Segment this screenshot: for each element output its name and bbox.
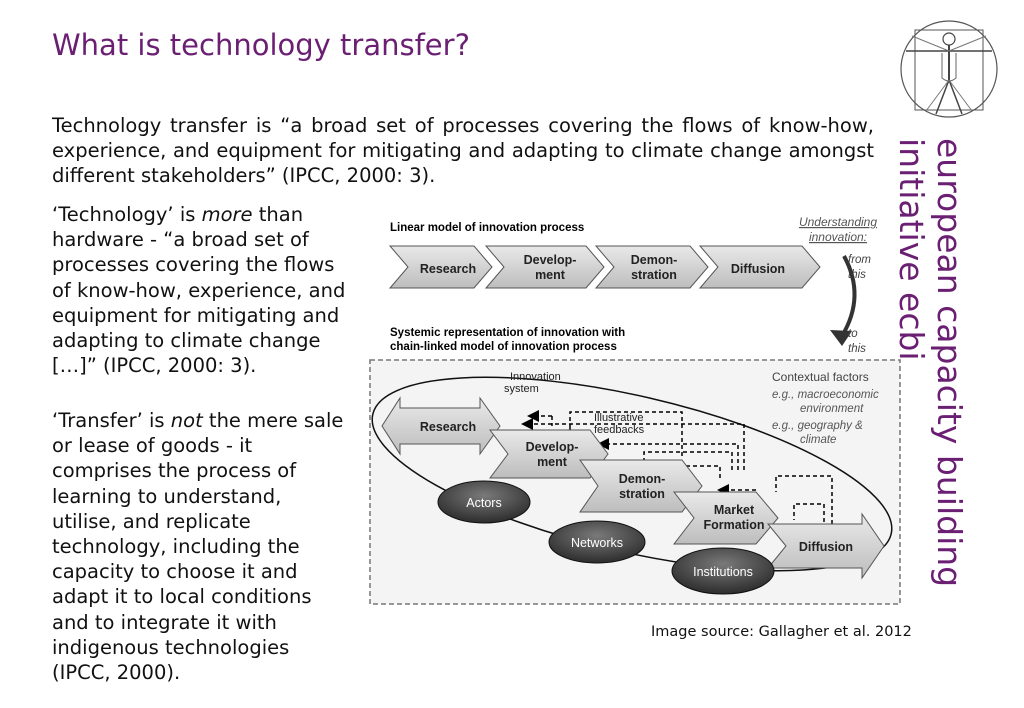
system-demonstration-label-1: Demon- xyxy=(619,472,666,486)
system-label: system xyxy=(504,383,539,395)
linear-development-label-2: ment xyxy=(535,268,566,282)
linear-demonstration-chevron xyxy=(594,245,709,289)
system-development-label-1: Develop- xyxy=(526,440,579,454)
systemic-title-1: Systemic representation of innovation wi… xyxy=(390,327,625,339)
linear-development-chevron xyxy=(484,245,605,289)
linear-diffusion-chevron xyxy=(698,245,821,289)
system-research-arrow xyxy=(381,396,501,456)
technology-paragraph-start: ‘Technology’ is xyxy=(52,203,202,226)
actors-oval xyxy=(437,480,531,524)
technology-paragraph-emphasis: more xyxy=(201,203,253,226)
from-to-curved-arrow xyxy=(840,255,857,338)
linear-demonstration-label-2: stration xyxy=(631,268,677,282)
feedback-arrows xyxy=(521,410,833,524)
networks-label: Networks xyxy=(571,536,623,550)
system-diffusion-arrow xyxy=(766,512,885,580)
system-demonstration-chevron xyxy=(579,459,703,513)
linear-model-title: Linear model of innovation process xyxy=(390,222,584,234)
understanding-label: Understanding xyxy=(799,215,877,229)
networks-oval xyxy=(548,520,646,564)
page-title: What is technology transfer? xyxy=(52,28,470,62)
linear-diffusion-label: Diffusion xyxy=(731,262,785,276)
linear-research-label: Research xyxy=(420,262,476,276)
innovation-label: Innovation xyxy=(510,371,561,383)
system-development-chevron xyxy=(489,429,609,479)
image-source-caption: Image source: Gallagher et al. 2012 xyxy=(651,624,912,640)
system-demonstration-label-2: stration xyxy=(619,487,665,501)
innovation-model-diagram: Linear model of innovation process Resea… xyxy=(369,215,901,605)
this-label-2: this xyxy=(848,343,866,355)
context-example-4: climate xyxy=(800,434,836,446)
intro-paragraph: Technology transfer is “a broad set of p… xyxy=(52,114,874,187)
system-market-chevron xyxy=(672,491,779,545)
linear-demonstration-label-1: Demon- xyxy=(631,253,678,267)
from-to-arrowhead xyxy=(830,330,852,346)
transfer-paragraph-rest: the mere sale or lease of goods - it com… xyxy=(52,409,344,685)
feedbacks-label: feedbacks xyxy=(594,424,645,436)
institutions-label: Institutions xyxy=(693,565,753,579)
transfer-paragraph: ‘Transfer’ is not the mere sale or lease… xyxy=(52,408,352,685)
systemic-title-2: chain-linked model of innovation process xyxy=(390,341,617,353)
actors-label: Actors xyxy=(466,496,501,510)
linear-research-chevron xyxy=(388,245,493,289)
innovation-colon-label: innovation: xyxy=(809,230,867,244)
brand-line-1: european capacity building xyxy=(930,138,969,588)
system-research-label: Research xyxy=(420,420,476,434)
technology-paragraph-rest: than hardware - “a broad set of processe… xyxy=(52,203,346,378)
institutions-oval xyxy=(671,547,775,595)
illustrative-label: Illustrative xyxy=(594,412,644,424)
context-example-3: e.g., geography & xyxy=(772,420,863,432)
system-diffusion-label: Diffusion xyxy=(799,540,853,554)
from-label: from xyxy=(848,254,871,266)
vitruvian-man-icon xyxy=(900,20,998,118)
context-example-2: environment xyxy=(800,403,864,415)
contextual-factors-label: Contextual factors xyxy=(772,370,869,384)
to-label: to xyxy=(848,328,858,340)
technology-paragraph: ‘Technology’ is more than hardware - “a … xyxy=(52,202,352,378)
transfer-paragraph-start: ‘Transfer’ is xyxy=(52,409,171,432)
system-development-label-2: ment xyxy=(537,455,568,469)
context-example-1: e.g., macroeconomic xyxy=(772,389,879,401)
market-label-2: Formation xyxy=(703,518,764,532)
transfer-paragraph-emphasis: not xyxy=(170,409,203,432)
market-label-1: Market xyxy=(714,503,755,517)
linear-development-label-1: Develop- xyxy=(524,253,577,267)
